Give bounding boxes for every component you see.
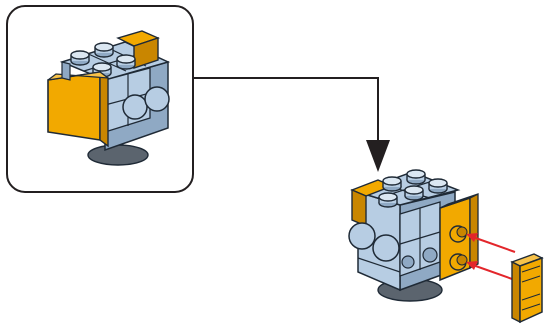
loose-orange-plate xyxy=(510,253,544,324)
insertion-arrows-icon xyxy=(466,233,516,281)
main-assembly xyxy=(348,169,479,302)
connector-line xyxy=(193,77,379,140)
step-arrow-icon xyxy=(366,140,390,172)
callout-subassembly xyxy=(47,30,171,166)
